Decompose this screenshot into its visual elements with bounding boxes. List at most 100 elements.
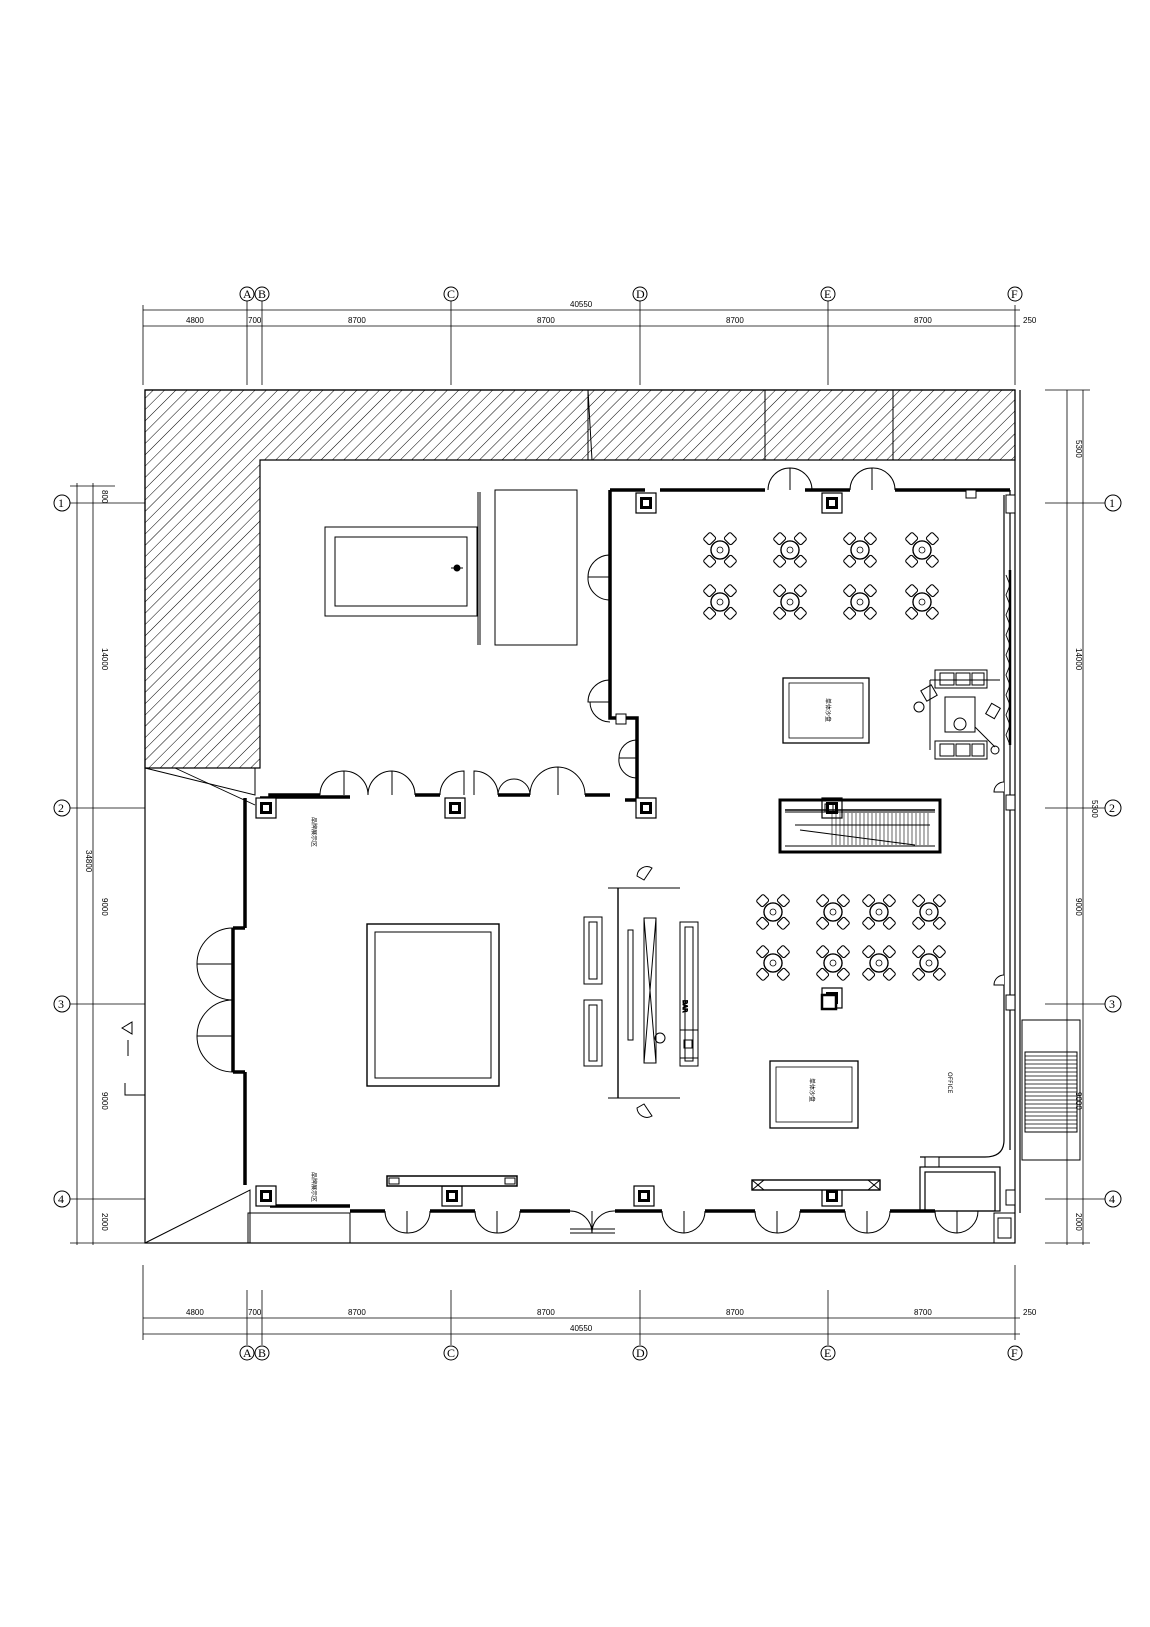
- svg-text:A: A: [243, 1346, 252, 1360]
- grid-bubble-f-top: F: [1007, 286, 1023, 302]
- svg-text:250: 250: [1023, 1308, 1037, 1317]
- curtain-wall: [1005, 574, 1011, 746]
- svg-text:8700: 8700: [348, 1308, 366, 1317]
- svg-text:4: 4: [58, 1192, 64, 1206]
- sand-table-upper: 单体沙盘: [782, 677, 870, 744]
- top-total: 40550: [570, 300, 593, 309]
- office-label: OFFICE: [946, 1072, 953, 1094]
- sandtable-upper-label: 单体沙盘: [824, 698, 832, 722]
- svg-text:8700: 8700: [914, 316, 932, 325]
- svg-text:F: F: [1011, 1346, 1018, 1360]
- grid-bubble-3-right: 3: [1104, 995, 1122, 1013]
- grid-bubble-2-left: 2: [53, 799, 71, 817]
- right-dimensions: [1045, 389, 1105, 1245]
- grid-bubble-a-top: A: [239, 286, 255, 302]
- svg-text:250: 250: [1023, 316, 1037, 325]
- svg-text:3: 3: [58, 997, 64, 1011]
- grid-bubble-a-bottom: A: [239, 1345, 255, 1361]
- grid-bubble-f-bottom: F: [1007, 1345, 1023, 1361]
- grid-bubble-b-bottom: B: [254, 1345, 270, 1361]
- svg-text:5300: 5300: [1074, 440, 1083, 458]
- column-e1: [821, 492, 843, 514]
- small-fixtures: [615, 489, 1005, 1168]
- svg-text:9000: 9000: [100, 1092, 109, 1110]
- svg-text:2: 2: [58, 801, 64, 815]
- grid-bubble-d-bottom: D: [632, 1345, 648, 1361]
- upper-left-furniture: [324, 489, 578, 646]
- svg-text:9000: 9000: [100, 898, 109, 916]
- svg-text:9000: 9000: [1074, 898, 1083, 916]
- svg-text:8700: 8700: [914, 1308, 932, 1317]
- svg-text:8700: 8700: [348, 316, 366, 325]
- svg-text:3: 3: [1109, 997, 1115, 1011]
- svg-text:A: A: [243, 287, 252, 301]
- exterior-stair-steps: [1025, 1055, 1077, 1129]
- sand-table-lower: 单体沙盘: [769, 1060, 859, 1129]
- grid-bubble-b-top: B: [254, 286, 270, 302]
- left-dimensions: [70, 483, 145, 1245]
- svg-text:9000: 9000: [1074, 1092, 1083, 1110]
- svg-text:4800: 4800: [186, 1308, 204, 1317]
- svg-text:F: F: [1011, 287, 1018, 301]
- entrance-marker: [121, 1021, 145, 1096]
- column-c4: [441, 1185, 463, 1207]
- svg-text:14000: 14000: [1074, 648, 1083, 671]
- main-hall-furniture: BAR: [366, 866, 699, 1118]
- column-d2: [635, 797, 657, 819]
- svg-text:E: E: [824, 1346, 831, 1360]
- grid-bubble-4-right: 4: [1104, 1190, 1122, 1208]
- grid-bubble-1-right: 1: [1104, 494, 1122, 512]
- bottom-grid-bubbles: A B C D E F: [239, 1345, 1023, 1361]
- svg-text:B: B: [258, 1346, 266, 1360]
- top-dimensions: [142, 300, 1020, 385]
- right-grid-bubbles: 1 2 3 4: [1104, 494, 1122, 1208]
- left-grid-bubbles: 1 2 3 4: [53, 494, 71, 1208]
- exterior-stair: [1021, 1019, 1081, 1161]
- svg-text:1: 1: [58, 496, 64, 510]
- svg-text:C: C: [447, 1346, 455, 1360]
- exterior-right-wall: [920, 390, 1021, 1213]
- bottom-total: 40550: [570, 1324, 593, 1333]
- display-upper-label: 品牌展示区: [310, 817, 318, 847]
- display-lower-label: 品牌展示区: [310, 1172, 318, 1202]
- left-dimension-text: 800 14000 34800 9000 9000 2000: [84, 490, 109, 1231]
- columns: [255, 492, 1016, 1207]
- svg-text:700: 700: [248, 1308, 262, 1317]
- top-grid-bubbles: A B C D E F: [239, 286, 1023, 302]
- display-bars: [386, 1175, 881, 1191]
- svg-text:4800: 4800: [186, 316, 204, 325]
- svg-text:E: E: [824, 287, 831, 301]
- bottom-dimensions: [142, 1265, 1020, 1345]
- svg-text:5300: 5300: [1090, 800, 1099, 818]
- grid-bubble-c-top: C: [443, 286, 459, 302]
- escalator-steps: [831, 813, 929, 845]
- grid-bubble-1-left: 1: [53, 494, 71, 512]
- svg-text:2000: 2000: [1074, 1213, 1083, 1231]
- lounge-area: [913, 669, 1002, 760]
- office-partition: [919, 1166, 1001, 1212]
- bottom-dimension-text: 4800 700 8700 8700 8700 8700 250 40550: [186, 1308, 1037, 1333]
- svg-text:8700: 8700: [537, 1308, 555, 1317]
- svg-text:2: 2: [1109, 801, 1115, 815]
- column-d4: [633, 1185, 655, 1207]
- svg-text:4: 4: [1109, 1192, 1115, 1206]
- grid-bubble-e-top: E: [820, 286, 836, 302]
- grid-bubble-c-bottom: C: [443, 1345, 459, 1361]
- svg-text:14000: 14000: [100, 648, 109, 671]
- grid-bubble-2-right: 2: [1104, 799, 1122, 817]
- svg-text:D: D: [636, 1346, 645, 1360]
- svg-text:B: B: [258, 287, 266, 301]
- column-b2: [255, 797, 277, 819]
- grid-bubble-3-left: 3: [53, 995, 71, 1013]
- grid-bubble-d-top: D: [632, 286, 648, 302]
- column-d1: [635, 492, 657, 514]
- right-dimension-text: 5300 14000 5300 9000 9000 2000: [1074, 440, 1099, 1231]
- svg-text:1: 1: [1109, 496, 1115, 510]
- doors: [196, 467, 979, 1234]
- svg-text:8700: 8700: [726, 1308, 744, 1317]
- svg-text:D: D: [636, 287, 645, 301]
- column-c2: [444, 797, 466, 819]
- svg-text:34800: 34800: [84, 850, 93, 873]
- grid-bubble-e-bottom: E: [820, 1345, 836, 1361]
- grid-bubble-4-left: 4: [53, 1190, 71, 1208]
